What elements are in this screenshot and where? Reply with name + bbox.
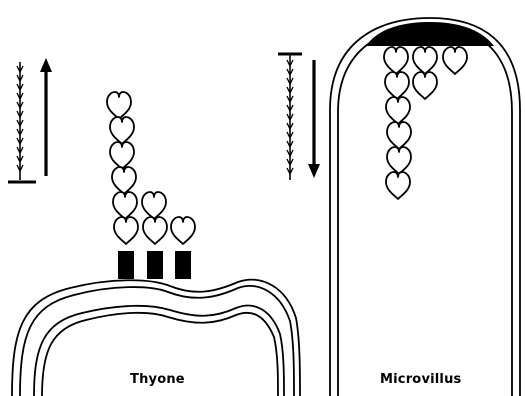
filament-stack-short bbox=[171, 217, 195, 244]
growth-arrow-up bbox=[40, 58, 52, 176]
thyone-label: Thyone bbox=[130, 372, 185, 387]
polarity-arrow-chevron-right bbox=[278, 54, 302, 180]
filament-stack-medium bbox=[142, 192, 167, 244]
filament-stack-long-right bbox=[384, 47, 411, 199]
filament-stack-medium-right bbox=[413, 47, 437, 99]
membrane-caps bbox=[118, 251, 191, 279]
filament-stack-long bbox=[107, 92, 138, 244]
filament-stack-short-right bbox=[443, 47, 467, 74]
growth-arrow-down bbox=[308, 60, 320, 178]
thyone-panel bbox=[8, 58, 300, 396]
microvillus-panel bbox=[278, 18, 520, 396]
microvillus-label: Microvillus bbox=[380, 372, 461, 387]
polarity-arrow-chevron bbox=[8, 62, 36, 182]
